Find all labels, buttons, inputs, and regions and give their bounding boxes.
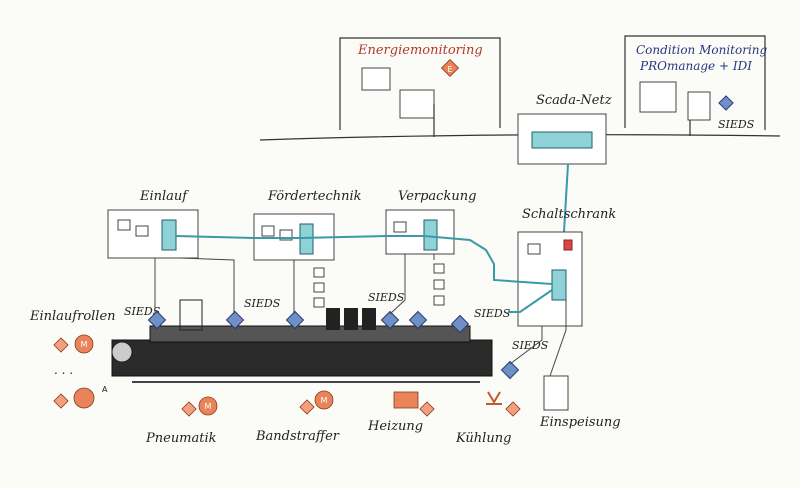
cooling-icon xyxy=(486,391,502,405)
heizung-group: Heizung xyxy=(367,391,435,434)
schaltschrank-label: Schaltschrank xyxy=(522,207,616,222)
sieds-label: SIEDS xyxy=(124,305,161,318)
motor-icon xyxy=(198,396,218,416)
energiemonitoring-room: Energiemonitoring E xyxy=(339,37,501,130)
energy-badge-icon xyxy=(53,393,69,409)
kuehlung-label: Kühlung xyxy=(455,431,511,446)
scada-to-schaltschrank-link xyxy=(563,163,569,233)
einlauf-label: Einlauf xyxy=(139,189,189,204)
bandstraffer-label: Bandstraffer xyxy=(255,429,340,444)
network-switch-icon xyxy=(531,131,593,149)
energy-badge-icon xyxy=(53,337,69,353)
signal-lines xyxy=(154,254,567,377)
svg-text:E: E xyxy=(447,65,452,74)
sieds-device-icon xyxy=(380,310,400,330)
network-switch-icon xyxy=(161,219,177,251)
energy-badge-icon xyxy=(181,401,197,417)
einlauf-cabinet xyxy=(107,209,199,259)
motor-icon xyxy=(314,390,334,410)
einspeisung-label: Einspeisung xyxy=(539,415,621,430)
sieds-device-icon xyxy=(408,310,428,330)
machine-body xyxy=(111,339,493,377)
motor-icon xyxy=(73,387,95,409)
svg-text:A: A xyxy=(102,385,108,394)
alarm-indicator-icon xyxy=(563,239,573,251)
pneumatik-label: Pneumatik xyxy=(145,431,217,446)
printing-machine xyxy=(111,299,493,383)
energiemonitoring-label: Energiemonitoring xyxy=(357,43,483,58)
office-backbone-line xyxy=(259,134,781,141)
sieds-label: SIEDS xyxy=(512,339,549,352)
network-switch-icon xyxy=(423,219,438,251)
sieds-label: SIEDS xyxy=(474,307,511,320)
svg-text:M: M xyxy=(205,402,212,411)
sieds-label: SIEDS xyxy=(368,291,405,304)
kuehlung-group: Kühlung xyxy=(455,391,521,446)
verpackung-station: Verpackung xyxy=(385,189,476,306)
einlaufrollen-label: Einlaufrollen xyxy=(29,309,116,324)
sieds-label: SIEDS xyxy=(244,297,281,310)
sieds-device-icon xyxy=(718,95,734,111)
motor-icon xyxy=(74,334,94,354)
server-icon xyxy=(687,91,711,121)
einlaufrollen-group: Einlaufrollen M . . . A xyxy=(29,309,116,409)
server-icon xyxy=(399,89,435,119)
sieds-device-icon xyxy=(147,310,167,330)
unwind-roll-icon xyxy=(111,341,133,363)
einlauf-station: Einlauf xyxy=(107,189,199,259)
energy-badge-icon xyxy=(440,58,460,78)
energy-badge-icon xyxy=(419,401,435,417)
network-switch-icon xyxy=(551,269,567,301)
sieds-device-icon xyxy=(450,314,470,334)
bandstraffer-group: M Bandstraffer xyxy=(255,390,340,444)
pneumatik-group: M Pneumatik xyxy=(145,396,218,446)
scada-netz: Scada-Netz xyxy=(517,93,612,165)
promanage-label: PROmanage + IDI xyxy=(639,59,752,73)
sieds-group: SIEDS SIEDS SIEDS SIEDS SIEDS xyxy=(124,291,549,380)
heater-icon xyxy=(393,391,419,409)
foerdertechnik-label: Fördertechnik xyxy=(267,189,362,204)
heizung-label: Heizung xyxy=(367,419,423,434)
field-network-line xyxy=(175,235,553,285)
scada-label: Scada-Netz xyxy=(536,93,612,108)
condition-monitoring-label: Condition Monitoring xyxy=(636,43,768,57)
monitor-icon xyxy=(361,67,391,91)
sieds-device-icon xyxy=(500,360,520,380)
foerdertechnik-station: Fördertechnik xyxy=(253,189,362,308)
sieds-label: SIEDS xyxy=(718,118,755,131)
power-supply-icon xyxy=(543,375,569,411)
svg-text:M: M xyxy=(81,340,88,349)
field-network-branch xyxy=(508,289,553,313)
energy-badge-icon xyxy=(299,399,315,415)
condition-monitoring-room: Condition Monitoring PROmanage + IDI SIE… xyxy=(624,35,768,131)
sieds-device-icon xyxy=(225,310,245,330)
energy-badge-icon xyxy=(505,401,521,417)
dots-label: . . . xyxy=(54,363,73,377)
einspeisung-group: Einspeisung xyxy=(539,375,621,430)
schaltschrank: Schaltschrank xyxy=(517,207,616,327)
svg-text:M: M xyxy=(321,396,328,405)
sieds-device-icon xyxy=(285,310,305,330)
network-switch-icon xyxy=(299,223,314,255)
verpackung-label: Verpackung xyxy=(398,189,476,204)
monitor-icon xyxy=(639,81,677,113)
